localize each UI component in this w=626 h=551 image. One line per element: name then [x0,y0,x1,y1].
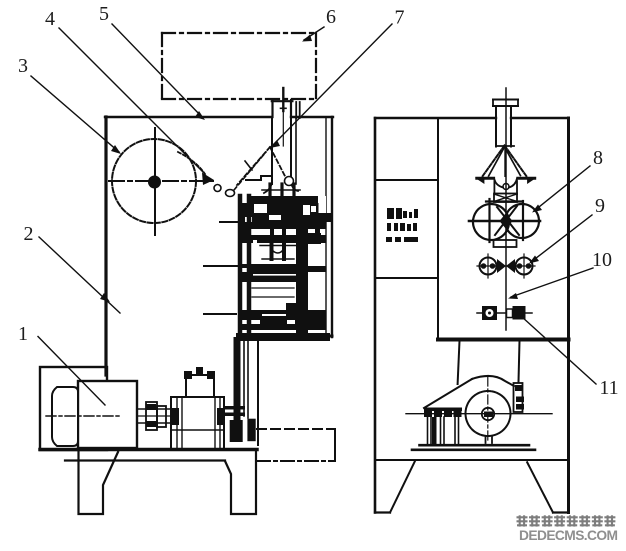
svg-text:7: 7 [395,7,405,29]
svg-text:8: 8 [593,147,603,169]
svg-text:6: 6 [326,6,336,28]
svg-text:3: 3 [18,55,28,77]
svg-text:1: 1 [18,323,28,345]
svg-text:DEDECMS.COM: DEDECMS.COM [519,528,618,543]
svg-text:5: 5 [99,3,109,25]
svg-text:4: 4 [45,8,55,30]
svg-text:2: 2 [24,223,34,245]
svg-text:11: 11 [599,377,618,399]
svg-text:9: 9 [595,195,605,217]
svg-text:10: 10 [592,249,612,271]
